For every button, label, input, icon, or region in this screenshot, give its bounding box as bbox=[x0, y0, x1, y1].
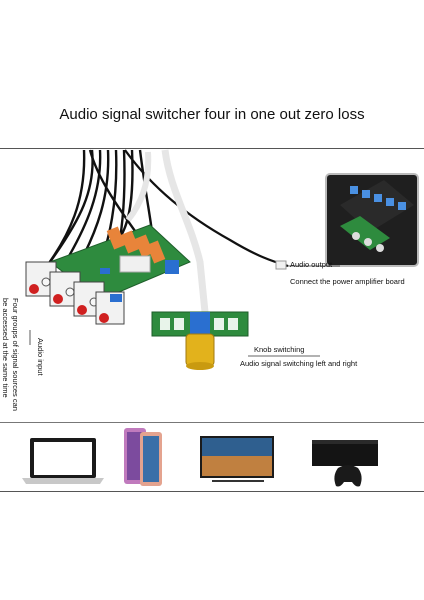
page-title: Audio signal switcher four in one out ze… bbox=[59, 106, 365, 123]
audio-input-label: Audio input bbox=[36, 338, 45, 376]
knob-board bbox=[151, 311, 249, 370]
television-icon bbox=[200, 436, 274, 482]
smartphone-icon bbox=[124, 428, 162, 486]
divider-line bbox=[0, 422, 424, 423]
amplifier-board bbox=[325, 173, 419, 267]
laptop-icon bbox=[22, 438, 104, 484]
knob-switching-label: Knob switching bbox=[254, 345, 305, 354]
output-plug bbox=[275, 260, 287, 270]
relay-board bbox=[48, 224, 191, 301]
switching-lr-label: Audio signal switching left and right bbox=[240, 359, 358, 368]
image-frame bbox=[0, 148, 424, 492]
audio-output-label: Audio output bbox=[290, 260, 333, 269]
four-groups-line2: be accessed at the same time bbox=[1, 298, 10, 398]
ribbon-cable bbox=[161, 149, 209, 313]
rca-jacks bbox=[25, 261, 125, 325]
game-console-icon bbox=[312, 440, 378, 487]
four-groups-line1: Four groups of signal sources can bbox=[11, 298, 20, 411]
connect-amp-label: Connect the power amplifier board bbox=[290, 277, 405, 286]
